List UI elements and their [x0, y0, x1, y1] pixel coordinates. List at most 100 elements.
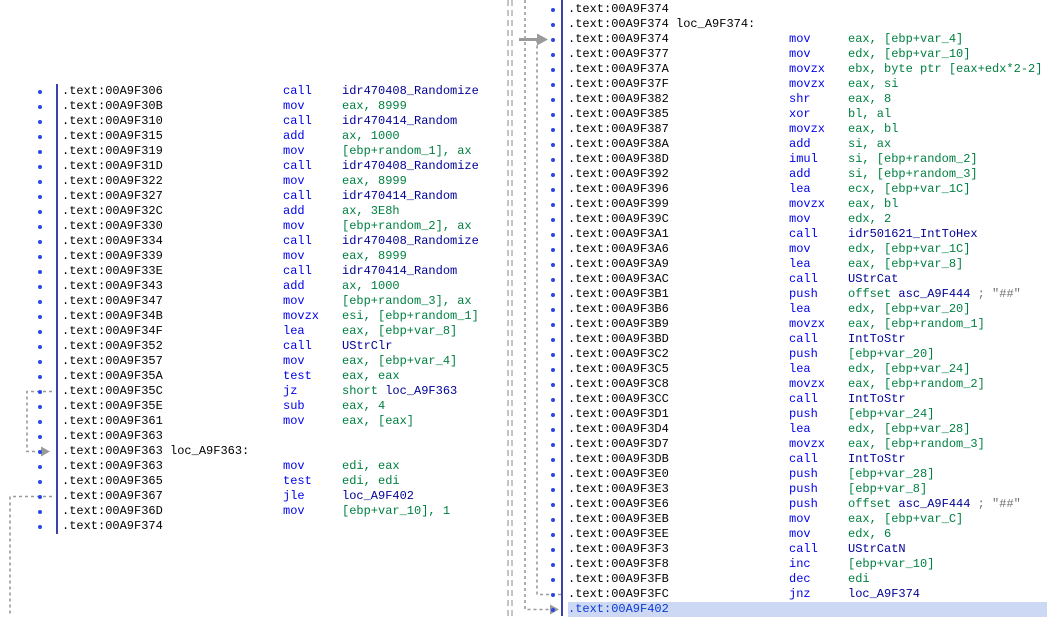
symbol-name[interactable]: idr470414_Random: [342, 114, 458, 128]
address[interactable]: .text:00A9F38A: [568, 137, 669, 151]
address[interactable]: .text:00A9F37F: [568, 77, 669, 91]
symbol-name[interactable]: IntToStr: [848, 332, 906, 346]
symbol-name[interactable]: IntToStr: [848, 392, 906, 406]
address[interactable]: .text:00A9F374: [568, 17, 669, 31]
address[interactable]: .text:00A9F363: [62, 459, 163, 473]
address[interactable]: .text:00A9F3AC: [568, 272, 669, 286]
address[interactable]: .text:00A9F3E6: [568, 497, 669, 511]
address[interactable]: .text:00A9F35C: [62, 384, 163, 398]
address[interactable]: .text:00A9F3A9: [568, 257, 669, 271]
address[interactable]: .text:00A9F3EB: [568, 512, 669, 526]
address[interactable]: .text:00A9F3B1: [568, 287, 669, 301]
asm-line[interactable]: .text:00A9F374 loc_A9F374:: [513, 17, 1047, 32]
symbol-name[interactable]: asc_A9F444: [898, 497, 971, 511]
address[interactable]: .text:00A9F374: [568, 32, 669, 46]
address[interactable]: .text:00A9F3C5: [568, 362, 669, 376]
address[interactable]: .text:00A9F327: [62, 189, 163, 203]
symbol-name[interactable]: idr470414_Random: [342, 264, 458, 278]
address[interactable]: .text:00A9F374: [62, 519, 163, 533]
address[interactable]: .text:00A9F387: [568, 122, 669, 136]
address[interactable]: .text:00A9F402: [568, 602, 669, 616]
asm-line[interactable]: .text:00A9F363 loc_A9F363:: [0, 444, 507, 459]
address[interactable]: .text:00A9F396: [568, 182, 669, 196]
address[interactable]: .text:00A9F377: [568, 47, 669, 61]
address[interactable]: .text:00A9F3CC: [568, 392, 669, 406]
address[interactable]: .text:00A9F363: [62, 444, 163, 458]
address[interactable]: .text:00A9F3DB: [568, 452, 669, 466]
asm-line-selected[interactable]: .text:00A9F402: [513, 602, 1047, 617]
address[interactable]: .text:00A9F365: [62, 474, 163, 488]
address[interactable]: .text:00A9F382: [568, 92, 669, 106]
address[interactable]: .text:00A9F35E: [62, 399, 163, 413]
address[interactable]: .text:00A9F32C: [62, 204, 163, 218]
address[interactable]: .text:00A9F3C2: [568, 347, 669, 361]
address[interactable]: .text:00A9F3FC: [568, 587, 669, 601]
asm-line[interactable]: .text:00A9F363: [0, 429, 507, 444]
address[interactable]: .text:00A9F3E0: [568, 467, 669, 481]
address[interactable]: .text:00A9F3D4: [568, 422, 669, 436]
address[interactable]: .text:00A9F38D: [568, 152, 669, 166]
address[interactable]: .text:00A9F3D7: [568, 437, 669, 451]
disasm-pane-right[interactable]: .text:00A9F374.text:00A9F374 loc_A9F374:…: [513, 0, 1047, 617]
symbol-name[interactable]: UStrCatN: [848, 542, 906, 556]
symbol-name[interactable]: idr470414_Random: [342, 189, 458, 203]
address[interactable]: .text:00A9F306: [62, 84, 163, 98]
address[interactable]: .text:00A9F3FB: [568, 572, 669, 586]
address[interactable]: .text:00A9F3A1: [568, 227, 669, 241]
address[interactable]: .text:00A9F3EE: [568, 527, 669, 541]
address[interactable]: .text:00A9F39C: [568, 212, 669, 226]
address[interactable]: .text:00A9F3A6: [568, 242, 669, 256]
address[interactable]: .text:00A9F33E: [62, 264, 163, 278]
symbol-name[interactable]: asc_A9F444: [898, 287, 971, 301]
address[interactable]: .text:00A9F3B6: [568, 302, 669, 316]
symbol-name[interactable]: idr470408_Randomize: [342, 234, 479, 248]
symbol-name[interactable]: UStrClr: [342, 339, 393, 353]
address[interactable]: .text:00A9F37A: [568, 62, 669, 76]
address[interactable]: .text:00A9F330: [62, 219, 163, 233]
address[interactable]: .text:00A9F385: [568, 107, 669, 121]
address[interactable]: .text:00A9F3BD: [568, 332, 669, 346]
address[interactable]: .text:00A9F399: [568, 197, 669, 211]
symbol-name[interactable]: loc_A9F402: [342, 489, 415, 503]
address[interactable]: .text:00A9F3F8: [568, 557, 669, 571]
address[interactable]: .text:00A9F3C8: [568, 377, 669, 391]
